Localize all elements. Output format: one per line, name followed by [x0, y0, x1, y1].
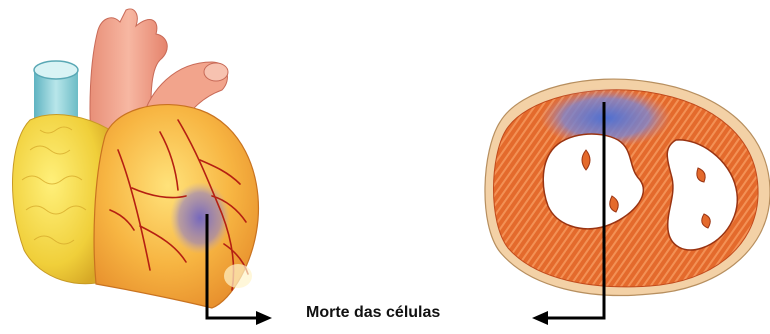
heart-illustration: [13, 9, 259, 308]
heart-cross-section-illustration: [485, 79, 770, 295]
necrosis-spot: [170, 182, 230, 254]
heart-ventricles: [94, 105, 258, 308]
caption-label: Morte das células: [306, 303, 506, 323]
